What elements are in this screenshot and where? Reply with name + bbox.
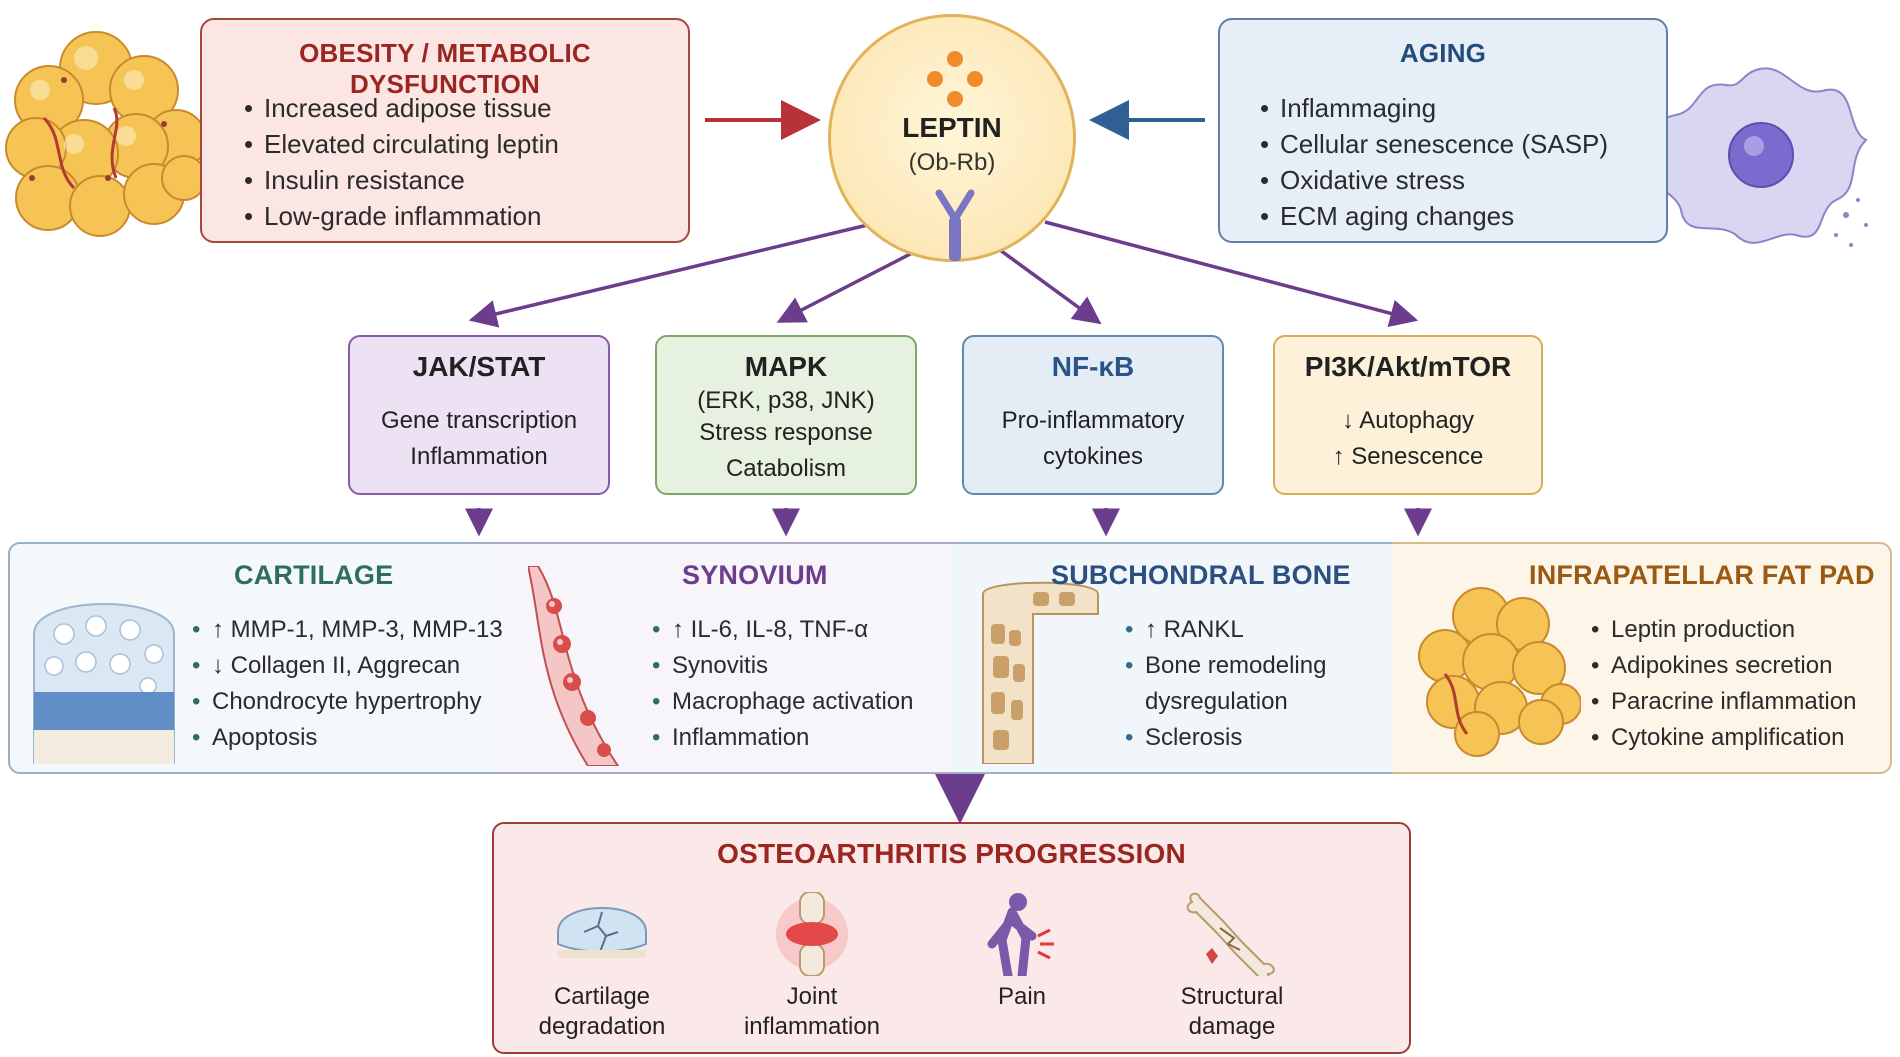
fatpad-item: Cytokine amplification bbox=[1589, 720, 1856, 756]
pathway-effect: Stress response bbox=[699, 419, 873, 446]
pathway-subtitle: (ERK, p38, JNK) bbox=[697, 387, 875, 414]
pathway-title: PI3K/Akt/mTOR bbox=[1304, 351, 1512, 382]
pathway-title: NF-κB bbox=[1051, 351, 1135, 382]
oa-item-line2: degradation bbox=[538, 1013, 666, 1040]
tissue-subchondral-bone-panel: SUBCHONDRAL BONE ↑ RANKL Bone remodeling… bbox=[951, 542, 1395, 774]
bone-item: dysregulation bbox=[1145, 688, 1288, 715]
pathway-effect: Pro-inflammatory bbox=[1001, 407, 1185, 434]
pathway-mapk-box: MAPK (ERK, p38, JNK) Stress response Cat… bbox=[655, 335, 917, 495]
cartilage-item: ↑ MMP-1, MMP-3, MMP-13 bbox=[190, 612, 503, 648]
oa-item-line1: Joint bbox=[786, 983, 838, 1010]
oa-title: OSTEOARTHRITIS PROGRESSION bbox=[717, 838, 1186, 869]
pathway-effect: ↓ Autophagy bbox=[1341, 407, 1475, 434]
oa-item-line2: damage bbox=[1188, 1013, 1276, 1040]
cartilage-item: ↓ Collagen II, Aggrecan bbox=[190, 648, 503, 684]
leptin-receptor-label: (Ob-Rb) bbox=[908, 149, 996, 176]
leptin-to-nfkb-arrow bbox=[998, 248, 1102, 325]
pathway-effect: cytokines bbox=[1042, 443, 1144, 470]
obesity-item: Insulin resistance bbox=[242, 162, 559, 198]
cartilage-degradation-icon bbox=[557, 907, 647, 958]
aging-item: Cellular senescence (SASP) bbox=[1258, 126, 1608, 162]
oa-item-line1: Cartilage bbox=[553, 983, 651, 1010]
fat-pad-illustration bbox=[1418, 587, 1581, 757]
leptin-to-pi3k-arrow bbox=[1044, 220, 1419, 328]
adipocyte-cluster-illustration bbox=[5, 31, 207, 237]
pathway-title: JAK/STAT bbox=[412, 351, 546, 382]
obesity-item: Low-grade inflammation bbox=[242, 198, 559, 234]
aging-item: Inflammaging bbox=[1258, 90, 1608, 126]
bone-item: Bone remodeling bbox=[1123, 648, 1326, 684]
leptin-to-mapk-arrow bbox=[776, 248, 919, 323]
subchondral-bone-illustration bbox=[982, 581, 1099, 764]
pathway-nfkb-box: NF-κB Pro-inflammatory cytokines bbox=[962, 335, 1224, 495]
cartilage-illustration bbox=[33, 603, 175, 764]
tissue-cartilage-panel: CARTILAGE ↑ MMP-1, MMP-3, MMP-13 ↓ Colla… bbox=[8, 542, 508, 774]
aging-box: AGING Inflammaging Cellular senescence (… bbox=[1218, 18, 1668, 243]
pathway-effect: Catabolism bbox=[725, 455, 847, 482]
obesity-metabolic-box: OBESITY / METABOLIC DYSFUNCTION Increase… bbox=[200, 18, 690, 243]
oa-item-line2: Pain bbox=[997, 983, 1047, 1010]
leptin-node: LEPTIN (Ob-Rb) bbox=[828, 14, 1076, 262]
synovium-title: SYNOVIUM bbox=[682, 560, 828, 590]
fatpad-item: Adipokines secretion bbox=[1589, 648, 1856, 684]
tissue-synovium-panel: SYNOVIUM ↑ IL-6, IL-8, TNF-α Synovitis M… bbox=[506, 542, 953, 774]
oa-item-line1: Structural bbox=[1180, 983, 1284, 1010]
cartilage-title: CARTILAGE bbox=[234, 560, 394, 590]
bone-item: ↑ RANKL bbox=[1123, 612, 1326, 648]
pathway-effect: Inflammation bbox=[410, 443, 548, 470]
bone-title: SUBCHONDRAL BONE bbox=[1051, 560, 1351, 590]
synovium-illustration bbox=[528, 566, 620, 766]
aging-title: AGING bbox=[1399, 38, 1487, 68]
leptin-molecules-icon bbox=[927, 51, 983, 107]
obesity-item: Elevated circulating leptin bbox=[242, 126, 559, 162]
pathway-title: MAPK bbox=[744, 351, 828, 382]
tissue-fat-pad-panel: INFRAPATELLAR FAT PAD Leptin production … bbox=[1393, 542, 1892, 774]
leptin-to-jakstat-arrow bbox=[468, 220, 881, 328]
oa-item-line2: inflammation bbox=[743, 1013, 881, 1040]
oa-progression-box: OSTEOARTHRITIS PROGRESSION Cartilage deg… bbox=[492, 822, 1411, 1054]
synovium-item: Inflammation bbox=[650, 720, 913, 756]
cartilage-item: Chondrocyte hypertrophy bbox=[190, 684, 503, 720]
obesity-item: Increased adipose tissue bbox=[242, 90, 559, 126]
synovium-item: Macrophage activation bbox=[650, 684, 913, 720]
synovium-item: Synovitis bbox=[650, 648, 913, 684]
pathway-pi3k-box: PI3K/Akt/mTOR ↓ Autophagy ↑ Senescence bbox=[1273, 335, 1543, 495]
fatpad-item: Paracrine inflammation bbox=[1589, 684, 1856, 720]
pathway-jakstat-box: JAK/STAT Gene transcription Inflammation bbox=[348, 335, 610, 495]
bone-item: Sclerosis bbox=[1123, 720, 1326, 756]
pathway-effect: Gene transcription bbox=[380, 407, 578, 434]
tissue-effects-row: CARTILAGE ↑ MMP-1, MMP-3, MMP-13 ↓ Colla… bbox=[8, 542, 1892, 774]
fatpad-title: INFRAPATELLAR FAT PAD bbox=[1529, 560, 1875, 590]
synovium-item: ↑ IL-6, IL-8, TNF-α bbox=[650, 612, 913, 648]
receptor-icon bbox=[935, 189, 975, 261]
structural-damage-icon bbox=[1186, 892, 1275, 976]
joint-inflammation-icon bbox=[776, 892, 848, 976]
fatpad-item: Leptin production bbox=[1589, 612, 1856, 648]
senescent-cell-illustration bbox=[1653, 67, 1868, 247]
cartilage-item: Apoptosis bbox=[190, 720, 503, 756]
pain-icon bbox=[987, 893, 1054, 976]
leptin-title: LEPTIN bbox=[902, 112, 1002, 143]
aging-item: Oxidative stress bbox=[1258, 162, 1608, 198]
pathway-effect: ↑ Senescence bbox=[1332, 443, 1484, 470]
aging-item: ECM aging changes bbox=[1258, 198, 1608, 234]
